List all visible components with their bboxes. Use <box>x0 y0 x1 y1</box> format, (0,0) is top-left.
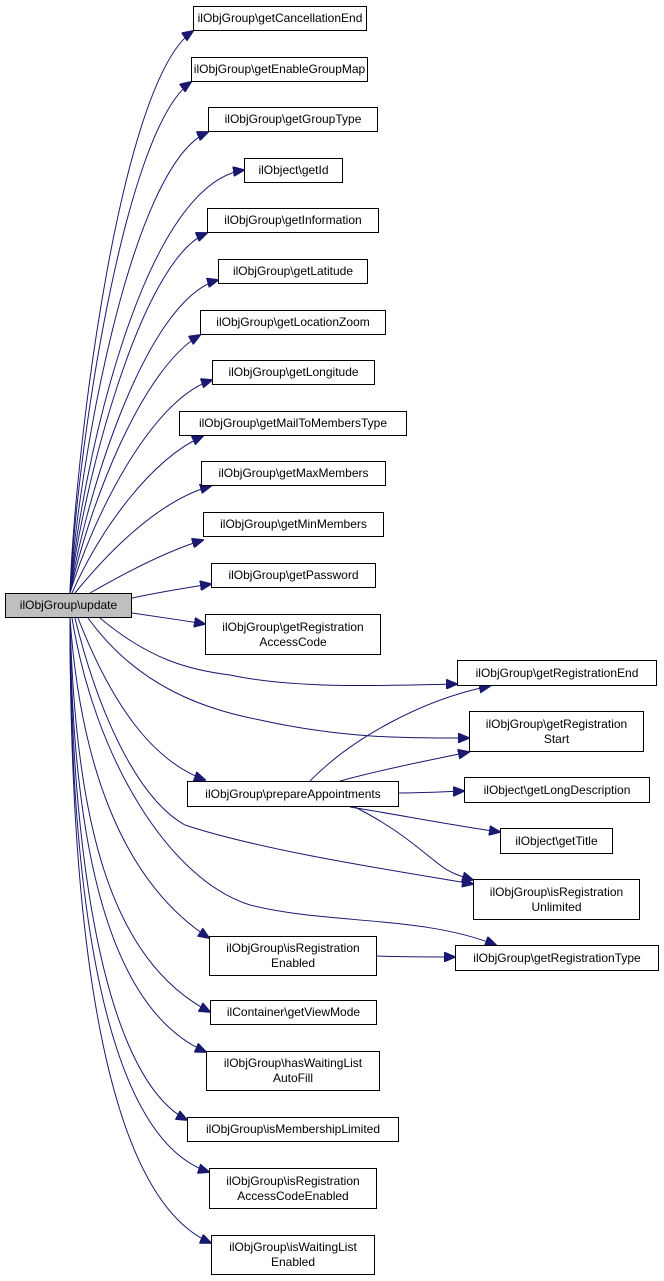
edge-prepare-isRegistrationUnlimited <box>354 806 473 880</box>
node-has-waiting-list-auto-fill[interactable]: ilObjGroup\hasWaitingList AutoFill <box>206 1051 380 1091</box>
node-get-min-members[interactable]: ilObjGroup\getMinMembers <box>203 512 384 537</box>
node-get-cancellation-end[interactable]: ilObjGroup\getCancellationEnd <box>193 6 367 31</box>
edge-update-prepareAppointments <box>77 617 205 780</box>
edge-isEnabled-getRegistrationType <box>376 956 455 957</box>
edge-update-getMaxMembers <box>74 486 211 594</box>
edge-update-getCancellationEnd <box>69 31 193 594</box>
node-get-latitude[interactable]: ilObjGroup\getLatitude <box>218 259 368 284</box>
node-get-view-mode[interactable]: ilContainer\getViewMode <box>210 1000 377 1025</box>
edge-update-isRegistrationEnabled <box>69 617 209 938</box>
node-get-registration-type[interactable]: ilObjGroup\getRegistrationType <box>455 945 659 971</box>
edge-update-getMinMembers <box>89 540 203 594</box>
edge-prepare-getRegistrationStart <box>339 752 469 782</box>
edge-update-getLatitude <box>69 280 218 594</box>
node-get-id[interactable]: ilObject\getId <box>244 158 343 183</box>
edge-update-getLongitude <box>69 380 212 594</box>
edge-update-getRegistrationType <box>71 617 496 945</box>
edge-prepare-getRegistrationEnd <box>309 686 490 782</box>
edge-prepare-getTitle <box>349 806 500 832</box>
edge-update-isRegistrationUnlimited <box>74 617 473 884</box>
edge-update-getPassword <box>131 584 211 599</box>
node-prepare-appointments[interactable]: ilObjGroup\prepareAppointments <box>187 781 399 807</box>
edge-update-getRegistrationStart <box>87 617 469 738</box>
edge-update-getViewMode <box>69 617 210 1012</box>
node-get-mail-to-members-type[interactable]: ilObjGroup\getMailToMembersType <box>179 411 407 436</box>
edge-update-getRegistrationEnd <box>99 617 457 686</box>
node-is-registration-access-code-enabled[interactable]: ilObjGroup\isRegistration AccessCodeEnab… <box>209 1168 377 1209</box>
edge-update-isMembershipLimited <box>69 617 187 1120</box>
edge-update-isWaitingListEnabled <box>69 617 211 1243</box>
node-get-information[interactable]: ilObjGroup\getInformation <box>207 208 379 233</box>
node-is-registration-unlimited[interactable]: ilObjGroup\isRegistration Unlimited <box>473 879 640 920</box>
node-update: ilObjGroup\update <box>5 593 132 618</box>
edge-update-getGroupType <box>69 132 208 594</box>
node-get-max-members[interactable]: ilObjGroup\getMaxMembers <box>201 461 386 486</box>
node-get-enable-group-map[interactable]: ilObjGroup\getEnableGroupMap <box>191 57 368 82</box>
node-get-registration-access-code[interactable]: ilObjGroup\getRegistration AccessCode <box>205 614 381 655</box>
node-get-longitude[interactable]: ilObjGroup\getLongitude <box>212 360 375 385</box>
node-get-password[interactable]: ilObjGroup\getPassword <box>211 563 376 588</box>
node-get-registration-start[interactable]: ilObjGroup\getRegistration Start <box>469 711 644 752</box>
edge-update-getMailToMembersType <box>71 436 203 594</box>
edge-update-getLocationZoom <box>69 335 200 594</box>
node-is-waiting-list-enabled[interactable]: ilObjGroup\isWaitingList Enabled <box>211 1235 375 1275</box>
node-is-registration-enabled[interactable]: ilObjGroup\isRegistration Enabled <box>209 936 377 976</box>
edge-update-getEnableGroupMap <box>69 82 191 594</box>
node-is-membership-limited[interactable]: ilObjGroup\isMembershipLimited <box>187 1117 399 1142</box>
node-get-group-type[interactable]: ilObjGroup\getGroupType <box>208 107 378 132</box>
edge-update-getInformation <box>69 233 207 594</box>
edge-update-getId <box>69 170 244 594</box>
node-get-registration-end[interactable]: ilObjGroup\getRegistrationEnd <box>457 660 657 686</box>
edge-update-getRegistrationAccessCode <box>131 612 205 624</box>
edge-update-hasWaitingListAutoFill <box>69 617 206 1052</box>
edge-prepare-getLongDescription <box>398 791 464 793</box>
node-get-long-description[interactable]: ilObject\getLongDescription <box>464 777 650 803</box>
node-get-location-zoom[interactable]: ilObjGroup\getLocationZoom <box>200 310 386 335</box>
edge-update-isRegistrationAccessCodeEnabled <box>69 617 209 1172</box>
node-get-title[interactable]: ilObject\getTitle <box>500 828 613 854</box>
